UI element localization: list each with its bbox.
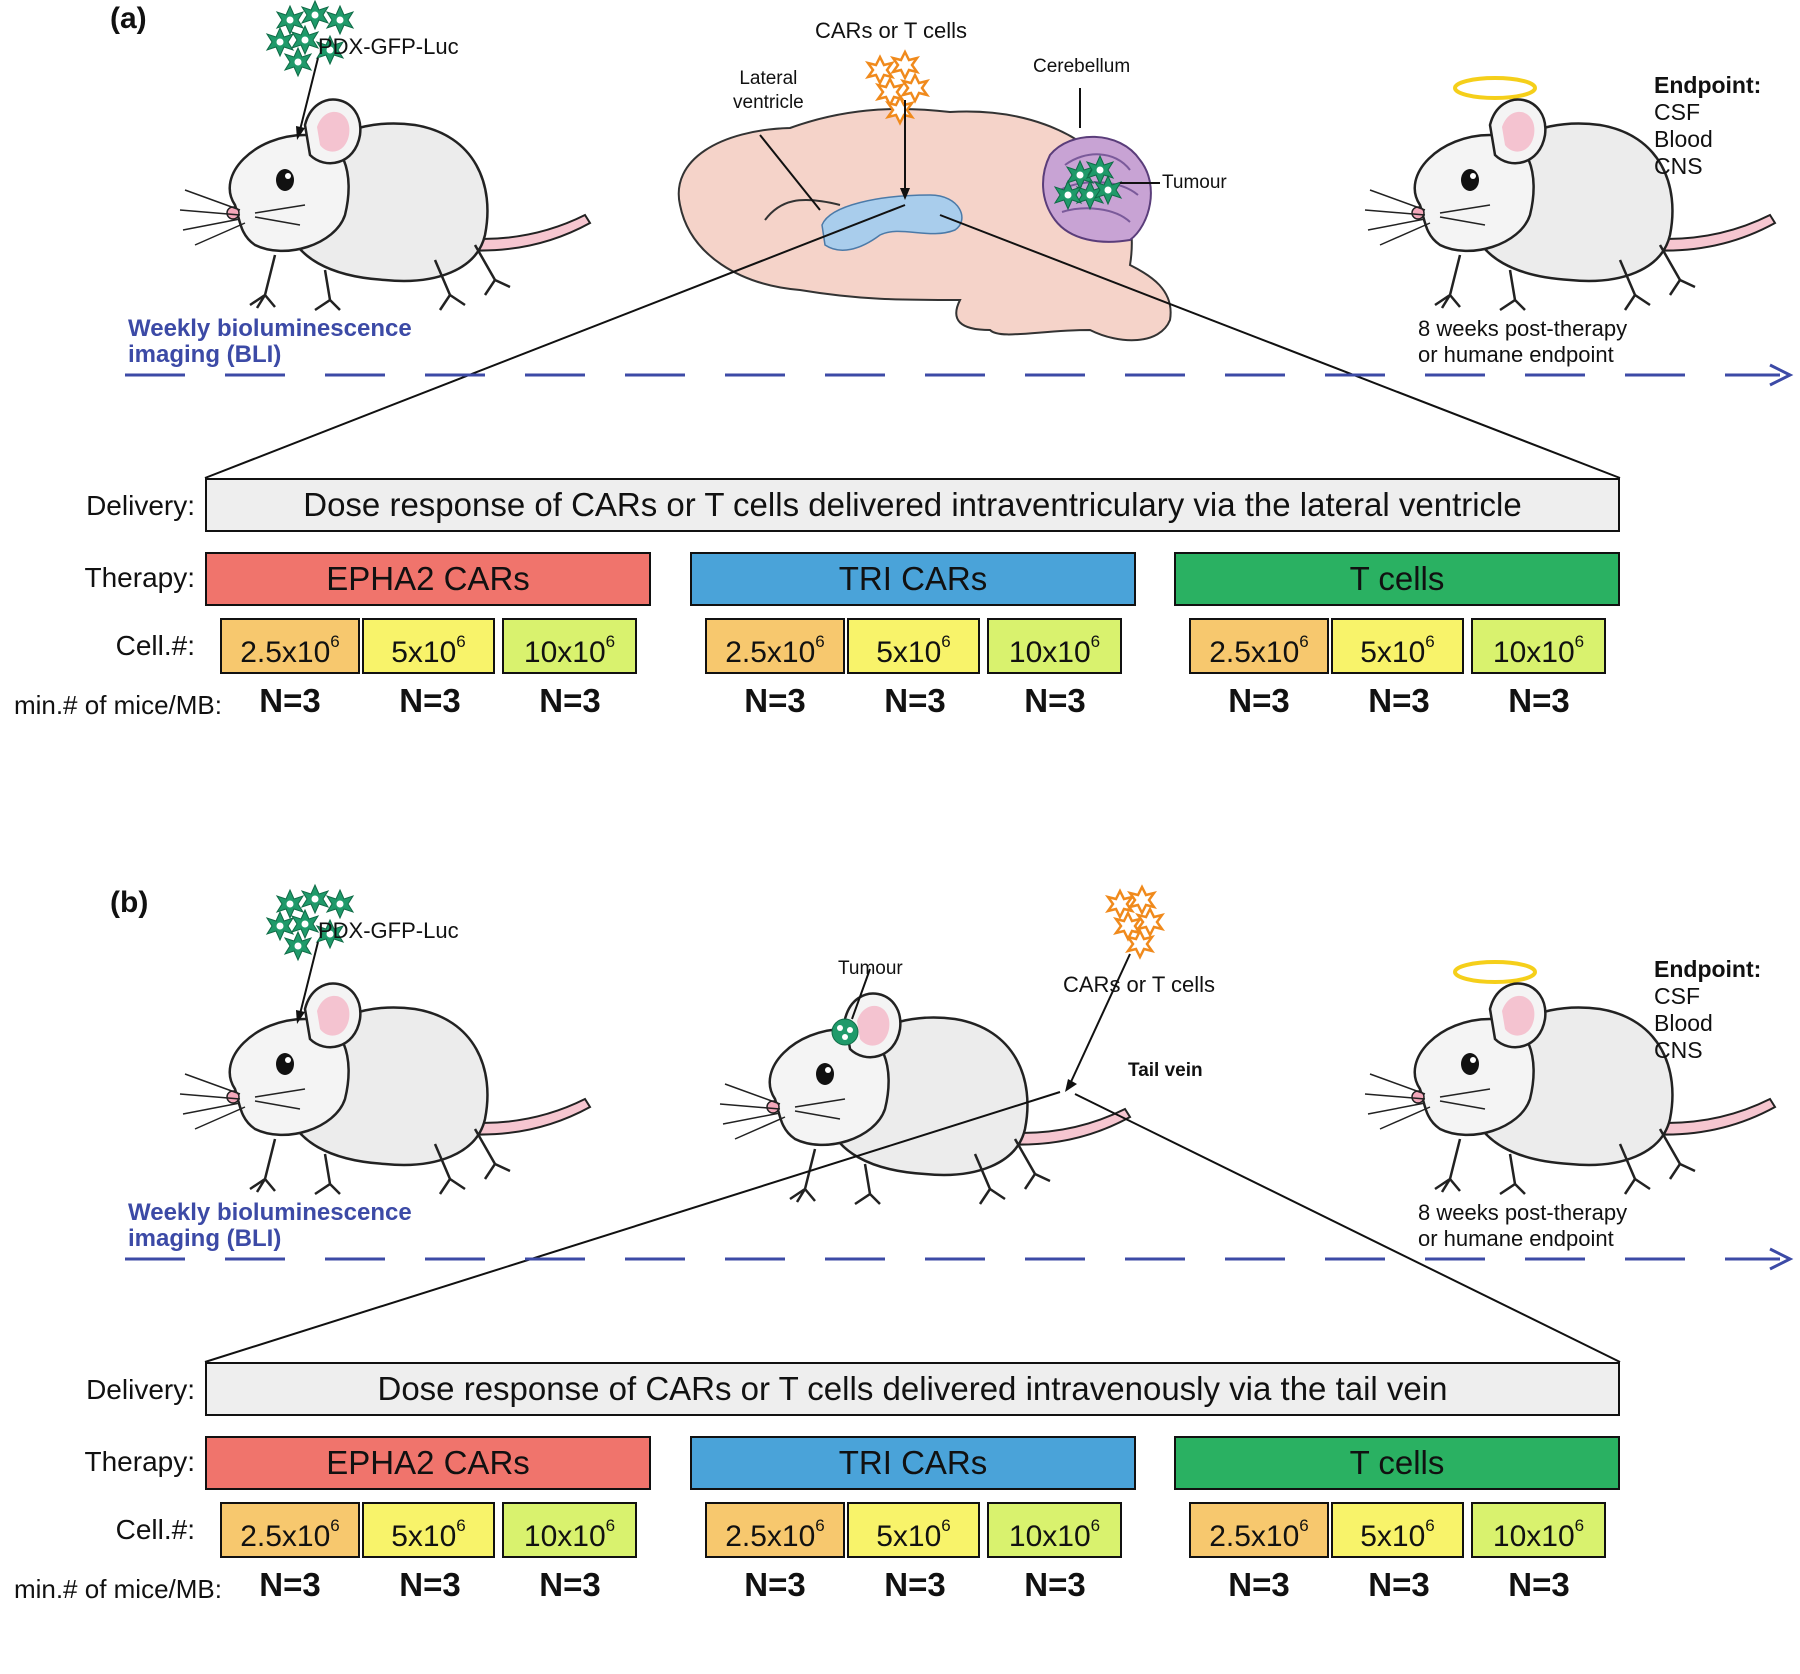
n-value: N=3 bbox=[744, 1566, 806, 1603]
dose-mid: 5x106 bbox=[1331, 1502, 1464, 1558]
endpoint-list: Endpoint: CSF Blood CNS bbox=[1654, 72, 1762, 179]
dose-high: 10x106 bbox=[987, 1502, 1122, 1558]
halo-icon bbox=[1453, 960, 1537, 984]
therapy-tri: TRI CARs bbox=[690, 552, 1136, 606]
therapy-tcells: T cells bbox=[1174, 552, 1620, 606]
therapy-epha2: EPHA2 CARs bbox=[205, 552, 651, 606]
n-value: N=3 bbox=[1368, 1566, 1430, 1603]
dose-mid: 5x106 bbox=[362, 618, 495, 674]
dose-low: 2.5x106 bbox=[705, 1502, 845, 1558]
dose-high: 10x106 bbox=[502, 1502, 637, 1558]
delivery-row-label: Delivery: bbox=[86, 490, 195, 521]
cell-row-label: Cell.#: bbox=[115, 1514, 195, 1545]
n-value: N=3 bbox=[884, 682, 946, 719]
dose-mid: 5x106 bbox=[1331, 618, 1464, 674]
mice-row-label: min.# of mice/MB: bbox=[13, 1574, 222, 1604]
panel-b-illustration bbox=[125, 884, 1794, 1363]
therapy-row-label: Therapy: bbox=[84, 1446, 196, 1477]
dose-low: 2.5x106 bbox=[1189, 618, 1329, 674]
pdx-label: PDX-GFP-Luc bbox=[318, 34, 459, 59]
dose-high: 10x106 bbox=[1471, 618, 1606, 674]
dose-mid: 5x106 bbox=[362, 1502, 495, 1558]
delivery-text: Dose response of CARs or T cells deliver… bbox=[205, 1362, 1620, 1416]
n-value: N=3 bbox=[259, 682, 321, 719]
therapy-tcells: T cells bbox=[1174, 1436, 1620, 1490]
mouse-left-icon bbox=[178, 982, 592, 1196]
injection-label: CARs or T cells bbox=[815, 18, 968, 43]
n-value: N=3 bbox=[1228, 682, 1290, 719]
dose-high: 10x106 bbox=[502, 618, 637, 674]
n-value: N=3 bbox=[1368, 682, 1430, 719]
panel-label: (a) bbox=[110, 2, 147, 35]
n-value: N=3 bbox=[1024, 1566, 1086, 1603]
n-value: N=3 bbox=[1228, 1566, 1290, 1603]
panel-label: (b) bbox=[110, 886, 149, 919]
dose-high: 10x106 bbox=[1471, 1502, 1606, 1558]
mouse-middle-icon bbox=[718, 992, 1132, 1206]
dose-low: 2.5x106 bbox=[220, 618, 360, 674]
dose-mid: 5x106 bbox=[847, 618, 980, 674]
dose-high: 10x106 bbox=[987, 618, 1122, 674]
tumour-b-icon bbox=[831, 1018, 859, 1046]
dose-low: 2.5x106 bbox=[1189, 1502, 1329, 1558]
tumour-label: Tumour bbox=[1162, 172, 1227, 193]
panel-a-illustration bbox=[125, 0, 1794, 479]
endpoint-list: Endpoint: CSF Blood CNS bbox=[1654, 956, 1762, 1063]
n-value: N=3 bbox=[1508, 682, 1570, 719]
therapy-tri: TRI CARs bbox=[690, 1436, 1136, 1490]
pdx-injection-arrow bbox=[299, 57, 319, 131]
n-value: N=3 bbox=[744, 682, 806, 719]
delivery-row-label: Delivery: bbox=[86, 1374, 195, 1405]
n-value: N=3 bbox=[399, 682, 461, 719]
delivery-text: Dose response of CARs or T cells deliver… bbox=[205, 478, 1620, 532]
cerebellum-label: Cerebellum bbox=[1033, 56, 1131, 77]
dose-mid: 5x106 bbox=[847, 1502, 980, 1558]
dose-low: 2.5x106 bbox=[705, 618, 845, 674]
tail-injection-arrow bbox=[1069, 953, 1131, 1085]
n-value: N=3 bbox=[1024, 682, 1086, 719]
cell-row-label: Cell.#: bbox=[115, 630, 195, 661]
brain-icon bbox=[677, 107, 1172, 342]
dose-low: 2.5x106 bbox=[220, 1502, 360, 1558]
n-value: N=3 bbox=[539, 682, 601, 719]
n-value: N=3 bbox=[884, 1566, 946, 1603]
n-value: N=3 bbox=[399, 1566, 461, 1603]
halo-icon bbox=[1453, 76, 1537, 100]
pdx-label: PDX-GFP-Luc bbox=[318, 918, 459, 943]
panel-b: (b) PDX-GFP-Luc Tumour CARs or T cells T… bbox=[0, 884, 1800, 1674]
injection-label: CARs or T cells bbox=[1063, 972, 1216, 997]
mouse-left-icon bbox=[178, 98, 592, 312]
n-value: N=3 bbox=[1508, 1566, 1570, 1603]
tail-vein-label: Tail vein bbox=[1128, 1060, 1203, 1081]
n-value: N=3 bbox=[539, 1566, 601, 1603]
therapy-row-label: Therapy: bbox=[84, 562, 196, 593]
tumour-label: Tumour bbox=[838, 958, 903, 979]
mice-row-label: min.# of mice/MB: bbox=[13, 690, 222, 720]
therapy-epha2: EPHA2 CARs bbox=[205, 1436, 651, 1490]
car-cells-icon bbox=[1106, 885, 1164, 959]
n-value: N=3 bbox=[259, 1566, 321, 1603]
